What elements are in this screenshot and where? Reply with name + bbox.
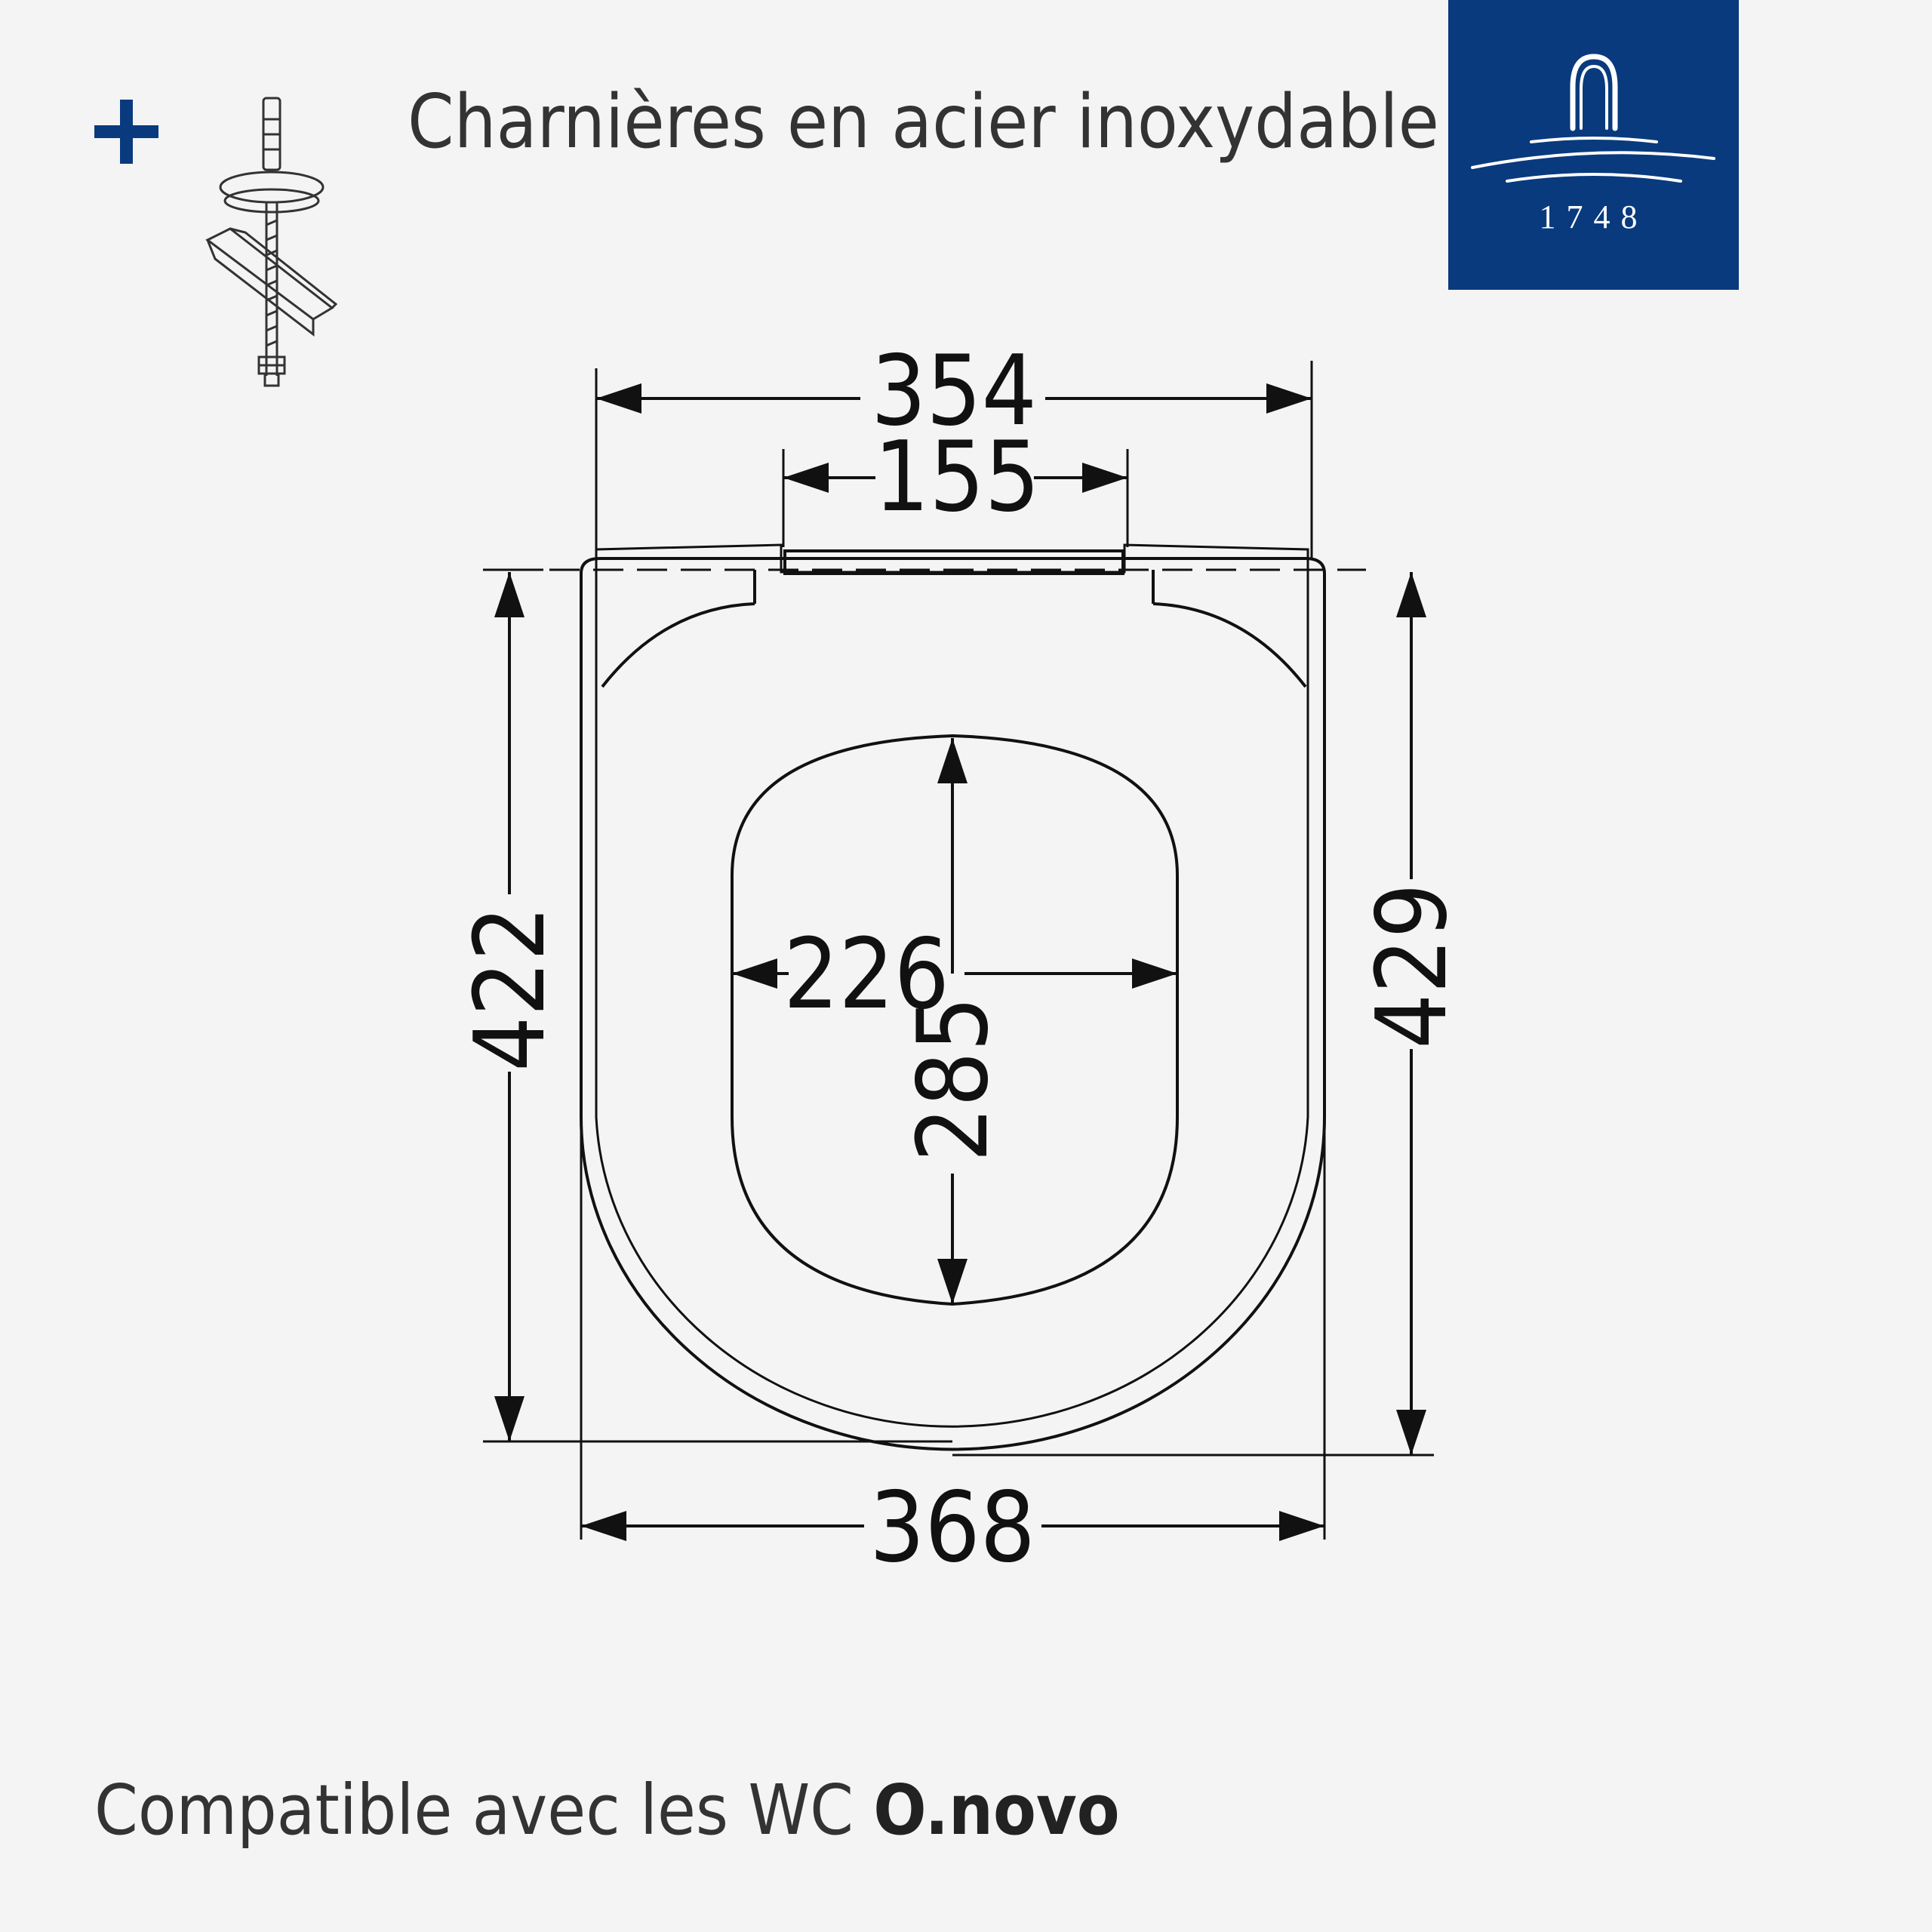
dim-outer-bottom-width: 368 — [869, 1472, 1035, 1584]
hinge-bolt-icon — [205, 97, 338, 387]
dim-inner-length: 285 — [897, 996, 1010, 1162]
seat-inner-rim — [601, 570, 1307, 688]
logo-year: 1748 — [1539, 198, 1648, 235]
brand-logo: 1748 — [1448, 0, 1739, 290]
dim-hinge-spacing: 155 — [874, 421, 1040, 534]
lid-outline — [595, 543, 1309, 1428]
wc-model-name: O.novo — [873, 1770, 1120, 1850]
feature-title: Charnières en acier inoxydable — [408, 79, 1439, 165]
seat-opening — [731, 734, 1179, 1306]
seat-outer-outline — [580, 557, 1326, 1451]
plus-icon — [94, 100, 158, 164]
dim-left-length: 422 — [454, 906, 567, 1072]
compatibility-note: Compatible avec les WC O.novo — [94, 1770, 1120, 1850]
seat-dimension-drawing: 354 155 226 285 422 429 368 — [454, 335, 1469, 1584]
compatibility-text: Compatible avec les WC — [94, 1770, 874, 1850]
dim-outer-top-width: 354 — [871, 335, 1037, 448]
fountain-arch-icon — [1471, 54, 1715, 183]
dim-inner-width: 226 — [783, 918, 949, 1031]
dim-right-length: 429 — [1356, 883, 1469, 1049]
hinge-strip — [783, 549, 1124, 575]
